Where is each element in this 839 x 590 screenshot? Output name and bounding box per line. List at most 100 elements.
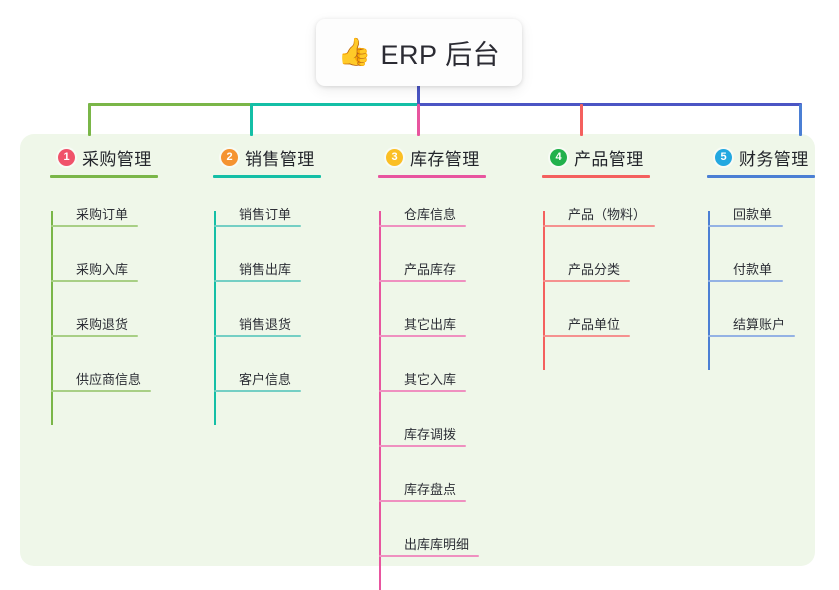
branch-child-item[interactable]: 客户信息	[203, 343, 321, 398]
branch-child-rule	[214, 390, 301, 392]
root-node-erp-backend[interactable]: 👍 ERP 后台	[316, 19, 522, 86]
branch-child-item[interactable]: 销售退货	[203, 288, 321, 343]
branch-child-item[interactable]: 产品库存	[368, 233, 486, 288]
branch-children: 采购订单采购入库采购退货供应商信息	[40, 178, 158, 425]
branch-child-label: 供应商信息	[76, 372, 142, 387]
branch-header-销售管理[interactable]: 2 销售管理	[221, 145, 321, 169]
branch-child-rule	[214, 225, 301, 227]
connector-drop-5	[799, 104, 802, 136]
connector-drop-4	[580, 104, 583, 136]
branch-panel-background	[20, 134, 815, 566]
branch-child-item[interactable]: 销售订单	[203, 178, 321, 233]
branch-child-rule	[51, 280, 138, 282]
branch-number-badge: 5	[715, 148, 732, 166]
branch-title: 库存管理	[410, 149, 480, 169]
root-connector-stem	[417, 86, 420, 105]
branch-child-label: 采购退货	[76, 317, 129, 332]
branch-child-item[interactable]: 其它出库	[368, 288, 486, 343]
branch-child-label: 产品库存	[404, 262, 457, 277]
branch-column-财务管理: 5 财务管理回款单付款单结算账户	[697, 145, 815, 370]
branch-child-rule	[214, 335, 301, 337]
branch-child-item[interactable]: 出库库明细	[368, 508, 486, 563]
branch-child-item[interactable]: 采购订单	[40, 178, 158, 233]
branch-children: 仓库信息产品库存其它出库其它入库库存调拨库存盘点出库库明细	[368, 178, 486, 590]
branch-children: 销售订单销售出库销售退货客户信息	[203, 178, 321, 425]
branch-child-label: 采购订单	[76, 207, 129, 222]
branch-title: 产品管理	[574, 149, 644, 169]
branch-child-rule	[543, 280, 630, 282]
connector-hbar-segment-3	[417, 103, 802, 106]
branch-child-label: 付款单	[733, 262, 773, 277]
branch-child-item[interactable]: 产品分类	[532, 233, 650, 288]
branch-child-item[interactable]: 采购入库	[40, 233, 158, 288]
branch-title: 销售管理	[245, 149, 315, 169]
branch-column-产品管理: 4 产品管理产品（物料） 产品分类产品单位	[532, 145, 655, 370]
root-node-title: ERP 后台	[380, 40, 501, 70]
branch-column-销售管理: 2 销售管理销售订单销售出库销售退货客户信息	[203, 145, 321, 425]
branch-child-item[interactable]: 其它入库	[368, 343, 486, 398]
branch-title: 采购管理	[82, 149, 152, 169]
branch-child-item[interactable]: 采购退货	[40, 288, 158, 343]
branch-number-badge: 4	[550, 148, 567, 166]
branch-child-rule	[543, 225, 655, 227]
branch-child-label: 产品分类	[568, 262, 621, 277]
branch-child-label: 客户信息	[239, 372, 292, 387]
branch-child-rule	[379, 445, 466, 447]
branch-child-label: 其它出库	[404, 317, 457, 332]
branch-number-badge: 1	[58, 148, 75, 166]
branch-child-rule	[708, 225, 783, 227]
branch-child-label: 销售退货	[239, 317, 292, 332]
branch-child-label: 回款单	[733, 207, 773, 222]
branch-children: 回款单付款单结算账户	[697, 178, 815, 370]
branch-header-rule	[542, 175, 650, 178]
branch-spine	[708, 211, 710, 370]
branch-child-rule	[379, 335, 466, 337]
branch-child-rule	[214, 280, 301, 282]
branch-child-rule	[379, 390, 466, 392]
connector-drop-3	[417, 104, 420, 136]
branch-children: 产品（物料） 产品分类产品单位	[532, 178, 655, 370]
branch-child-rule	[379, 500, 466, 502]
branch-number-badge: 2	[221, 148, 238, 166]
connector-drop-1	[88, 104, 91, 136]
branch-header-产品管理[interactable]: 4 产品管理	[550, 145, 650, 169]
branch-header-rule	[213, 175, 321, 178]
branch-child-label: 仓库信息	[404, 207, 457, 222]
branch-header-rule	[707, 175, 815, 178]
branch-child-label: 结算账户	[733, 317, 786, 332]
branch-child-item[interactable]: 回款单	[697, 178, 815, 233]
branch-child-item[interactable]: 仓库信息	[368, 178, 486, 233]
branch-child-item[interactable]: 库存盘点	[368, 453, 486, 508]
branch-child-label: 产品（物料）	[568, 207, 647, 222]
branch-column-采购管理: 1 采购管理采购订单采购入库采购退货供应商信息	[40, 145, 158, 425]
branch-child-label: 产品单位	[568, 317, 621, 332]
branch-child-label: 销售订单	[239, 207, 292, 222]
branch-child-item[interactable]: 库存调拨	[368, 398, 486, 453]
branch-child-item[interactable]: 结算账户	[697, 288, 815, 343]
connector-hbar-segment-1	[88, 103, 251, 106]
branch-spine	[543, 211, 545, 370]
branch-title: 财务管理	[739, 149, 809, 169]
branch-header-财务管理[interactable]: 5 财务管理	[715, 145, 815, 169]
branch-child-item[interactable]: 供应商信息	[40, 343, 158, 398]
branch-child-rule	[51, 390, 151, 392]
branch-child-rule	[708, 280, 783, 282]
branch-child-item[interactable]: 付款单	[697, 233, 815, 288]
branch-child-item[interactable]: 产品单位	[532, 288, 650, 343]
connector-drop-2	[250, 104, 253, 136]
branch-spine	[214, 211, 216, 425]
branch-header-rule	[50, 175, 158, 178]
branch-header-采购管理[interactable]: 1 采购管理	[58, 145, 158, 169]
branch-child-rule	[379, 555, 479, 557]
branch-child-rule	[379, 225, 466, 227]
branch-child-label: 其它入库	[404, 372, 457, 387]
branch-child-item[interactable]: 产品（物料）	[532, 178, 655, 233]
branch-child-rule	[51, 225, 138, 227]
branch-spine	[379, 211, 381, 590]
branch-child-label: 销售出库	[239, 262, 292, 277]
branch-child-item[interactable]: 销售出库	[203, 233, 321, 288]
branch-header-rule	[378, 175, 486, 178]
